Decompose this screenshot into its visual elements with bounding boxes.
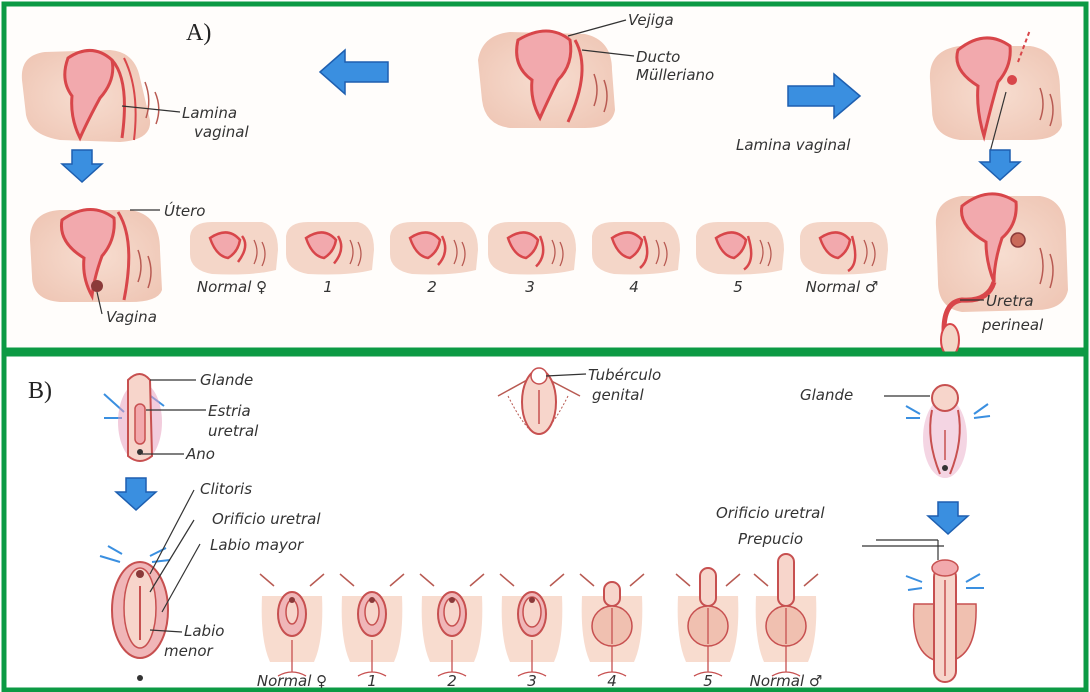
stage-label-b: 5	[703, 672, 713, 690]
label-labio-menor-1: Labio	[184, 622, 224, 640]
label-tuberculo-1: Tubérculo	[588, 366, 661, 384]
stage-label-a: 1	[323, 278, 333, 296]
stage-label-b: Normal ♀	[257, 672, 327, 690]
stage-label-b: 3	[527, 672, 537, 690]
sagittal-female	[30, 209, 162, 302]
label-tuberculo-2: genital	[592, 386, 644, 404]
stage-sketch-a	[800, 222, 888, 275]
label-lamina-vaginal-1: Lamina	[182, 104, 237, 122]
label-lamina-vaginal-right: Lamina vaginal	[736, 136, 851, 154]
stage-label-a: 5	[733, 278, 743, 296]
label-ducto: Ducto	[636, 48, 680, 66]
label-lamina-vaginal-2: vaginal	[194, 123, 249, 141]
stage-sketch-a	[286, 222, 374, 275]
stage-sketch-a	[592, 222, 680, 275]
label-labio-menor-2: menor	[164, 642, 214, 660]
panel-a-letter: A)	[186, 20, 211, 46]
stage-label-a: Normal ♀	[197, 278, 267, 296]
stage-label-a: 2	[427, 278, 437, 296]
label-perineal: perineal	[981, 316, 1044, 334]
label-ano: Ano	[185, 445, 215, 463]
label-glande-right: Glande	[800, 386, 853, 404]
stage-label-b: 1	[367, 672, 377, 690]
stage-sketch-a	[190, 222, 278, 275]
stage-label-a: 4	[629, 278, 639, 296]
stage-sketch-a	[390, 222, 478, 275]
label-orificio-right: Orificio uretral	[716, 504, 825, 522]
stage-label-b: 4	[607, 672, 617, 690]
label-vagina: Vagina	[106, 308, 157, 326]
stage-label-a: Normal ♂	[806, 278, 879, 296]
label-vejiga: Vejiga	[628, 11, 674, 29]
label-prepucio: Prepucio	[738, 530, 803, 548]
stage-label-b: 2	[447, 672, 457, 690]
panel-b: B) Glande Estria uretral Ano Tubérculo g…	[4, 354, 1086, 690]
panel-b-letter: B)	[28, 378, 52, 404]
stage-label-b: Normal ♂	[750, 672, 823, 690]
label-glande-left: Glande	[200, 371, 253, 389]
stage-sketch-a	[488, 222, 576, 275]
label-estria-2: uretral	[208, 422, 259, 440]
panel-a: A) Lamina vaginal Vejiga Ducto Müllerian…	[4, 4, 1086, 356]
label-uretra: Uretra	[986, 292, 1034, 310]
label-labio-mayor: Labio mayor	[210, 536, 304, 554]
stage-sketch-a	[696, 222, 784, 275]
sagittal-top-center	[478, 31, 615, 128]
label-mulleriano: Mülleriano	[636, 66, 714, 84]
stage-label-a: 3	[525, 278, 535, 296]
label-utero: Útero	[164, 201, 205, 220]
label-estria-1: Estria	[208, 402, 251, 420]
label-clitoris: Clitoris	[200, 480, 252, 498]
label-orificio-left: Orificio uretral	[212, 510, 321, 528]
